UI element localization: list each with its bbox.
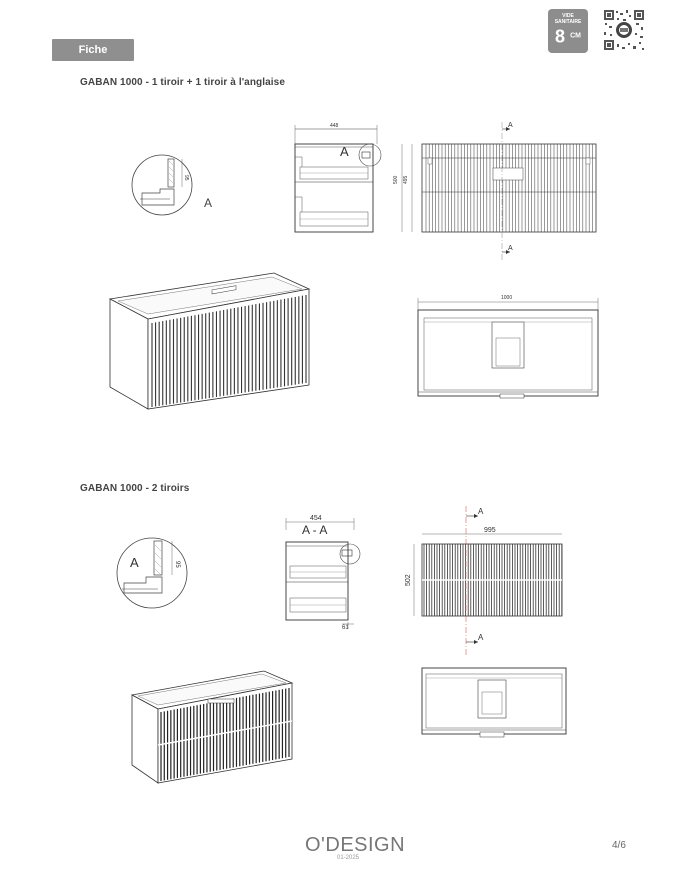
document-type-tag: Fiche technique <box>52 39 134 78</box>
section1-side-view: 448 <box>294 123 382 233</box>
section2-mark-top: A <box>478 507 484 516</box>
section1-mark-bottom: A <box>508 245 513 252</box>
section1-mark-top: A <box>508 122 513 129</box>
section2-top-view <box>421 667 567 738</box>
section1-front-height2: 495 <box>403 175 409 184</box>
section1-top-view: 1000 <box>417 295 599 399</box>
section1-detail-view: 95 <box>131 154 193 216</box>
section2-front-elevation: 995 502 A A <box>405 506 563 656</box>
section1-side-dim: 448 <box>330 123 339 129</box>
section2-side-view: 454 A - A 61 <box>285 515 361 631</box>
footer-date: 01-2025 <box>337 855 360 861</box>
section2-detail-view: 95 A <box>116 537 188 609</box>
section1-front-height: 500 <box>393 175 399 184</box>
section1-title: GABAN 1000 - 1 tiroir + 1 tiroir à l'ang… <box>80 77 286 88</box>
section1-detail-dim: 95 <box>183 175 189 181</box>
section1-perspective-view <box>108 272 311 410</box>
section2-side-bottom-dim: 61 <box>342 625 349 631</box>
section2-side-dim: 454 <box>310 515 322 522</box>
badge-line2: SANITAIRE <box>554 19 582 25</box>
section1-top-width: 1000 <box>501 295 512 301</box>
section2-title: GABAN 1000 - 2 tiroirs <box>80 483 190 494</box>
section2-perspective-view <box>130 670 294 784</box>
section2-mark-bottom: A <box>478 633 484 642</box>
section2-detail-dim: 95 <box>174 561 180 568</box>
section1-detail-label: A <box>204 196 213 210</box>
section1-side-label: A <box>340 144 349 159</box>
section1-front-elevation: 500 495 A A <box>393 122 597 262</box>
sanitary-gap-badge: VIDE SANITAIRE 8 CM <box>548 9 588 53</box>
section2-front-width: 995 <box>484 527 496 534</box>
badge-unit: CM <box>570 32 581 40</box>
section2-side-title: A - A <box>302 523 327 537</box>
page-number: 4/6 <box>612 840 626 851</box>
qr-code-icon[interactable] <box>602 8 646 52</box>
brand-logo: O'DESIGN <box>305 834 406 856</box>
badge-value: 8 <box>555 26 566 47</box>
section2-detail-label: A <box>130 555 139 570</box>
section2-front-height: 502 <box>405 574 412 586</box>
badge-line1: VIDE <box>562 13 574 19</box>
